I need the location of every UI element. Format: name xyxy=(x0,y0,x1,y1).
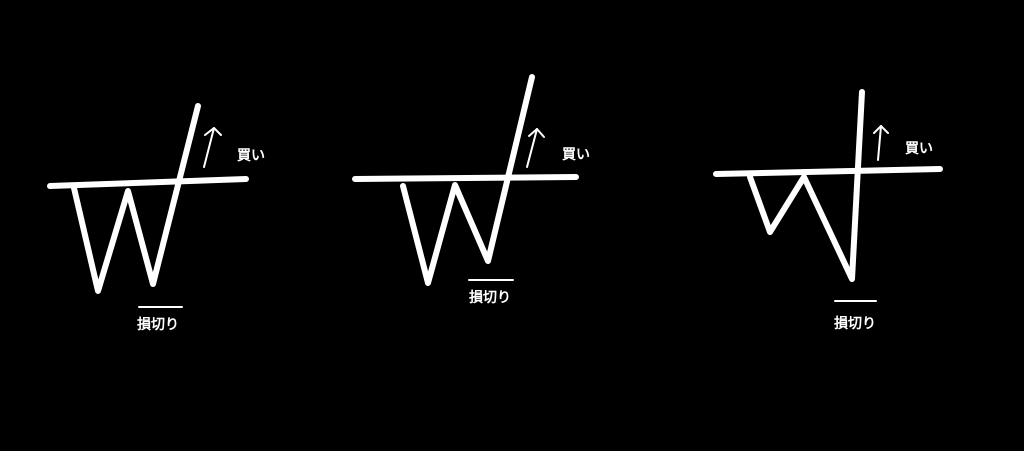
w-pattern-2 xyxy=(400,74,535,286)
w-pattern-3 xyxy=(747,89,865,282)
neckline-3 xyxy=(713,166,943,177)
buy-arrow-icon xyxy=(526,128,545,168)
neckline-2 xyxy=(352,174,579,182)
stop-loss-label-3: 損切り xyxy=(834,315,876,332)
diagram-3: 買い 損切り xyxy=(713,89,943,332)
neckline-1 xyxy=(47,176,249,189)
buy-label-3: 買い xyxy=(905,141,933,157)
buy-arrow-icon xyxy=(873,125,889,161)
buy-arrow-icon xyxy=(203,127,222,168)
w-pattern-1 xyxy=(71,103,201,294)
diagram-2: 買い 損切り xyxy=(352,74,590,306)
buy-label-1: 買い xyxy=(237,148,265,164)
stop-loss-label-1: 損切り xyxy=(137,316,179,333)
buy-label-2: 買い xyxy=(562,147,590,163)
diagram-1: 買い 損切り xyxy=(47,103,265,333)
stop-loss-label-2: 損切り xyxy=(469,289,511,306)
